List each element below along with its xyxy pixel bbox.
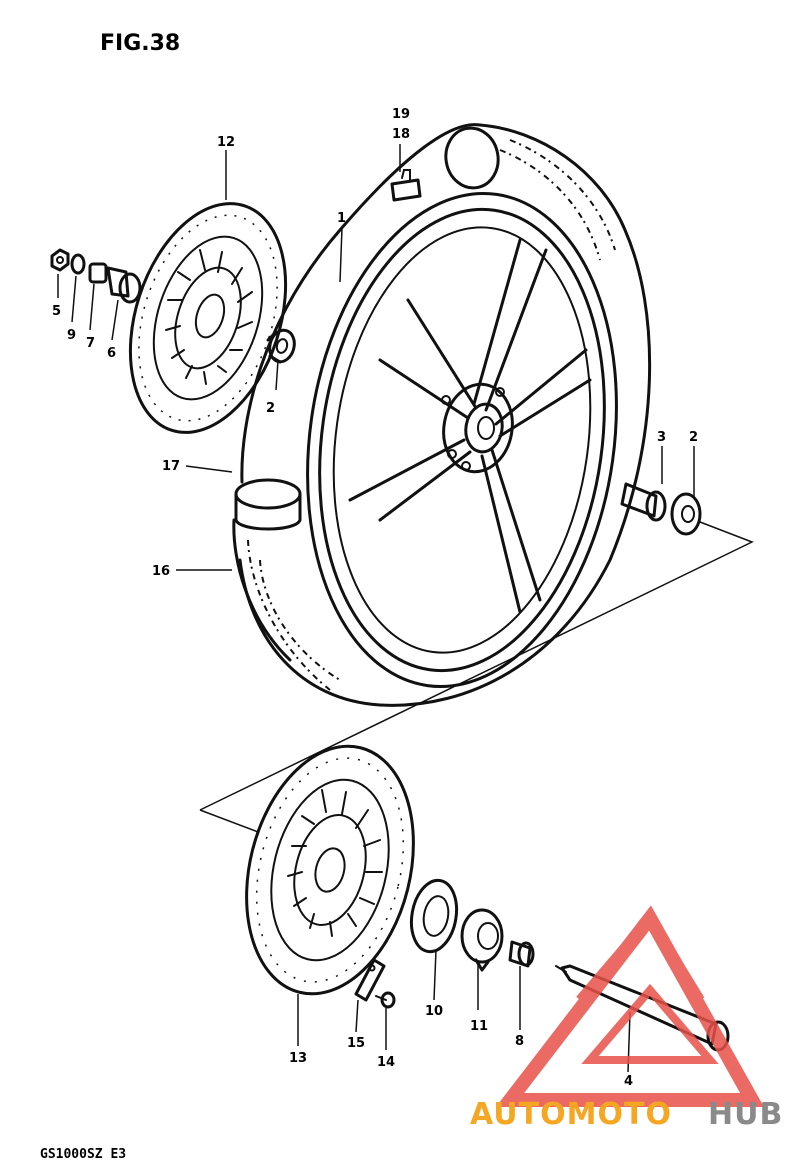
callout-13: 13 (289, 1051, 307, 1066)
callout-2-right: 2 (689, 430, 698, 445)
inner-tube-17 (234, 478, 302, 531)
spacer-3 (620, 482, 667, 522)
collar-6 (106, 266, 142, 304)
speedometer-gearbox-11 (460, 908, 504, 972)
callout-labels: 1 2 2 3 4 5 6 7 8 9 10 11 12 13 14 15 16… (52, 107, 698, 1089)
callout-15: 15 (347, 1036, 365, 1051)
wheel-spokes (348, 238, 592, 614)
watermark-logo (495, 905, 764, 1107)
dust-seal-10 (409, 878, 459, 954)
callout-10: 10 (425, 1004, 443, 1019)
callout-7: 7 (86, 336, 95, 351)
callout-6: 6 (107, 346, 116, 361)
washer-9 (70, 253, 86, 275)
callout-16: 16 (152, 564, 170, 579)
callout-14: 14 (377, 1055, 395, 1070)
callout-8: 8 (515, 1034, 524, 1049)
lower-brake-disc (245, 744, 415, 996)
watermark-text-automoto: AUTOMOTO (470, 1097, 672, 1132)
callout-3: 3 (657, 430, 666, 445)
callout-18: 18 (392, 127, 410, 142)
callout-17: 17 (162, 459, 180, 474)
callout-1: 1 (337, 211, 346, 226)
callout-4: 4 (624, 1074, 633, 1089)
model-code: GS1000SZ E3 (40, 1147, 126, 1162)
assembly-guide-lines (199, 521, 754, 833)
callout-11: 11 (470, 1019, 488, 1034)
callout-12: 12 (217, 135, 235, 150)
callout-leaders (57, 144, 695, 1073)
wheel-hub (441, 382, 514, 474)
axle-nut-5 (50, 248, 70, 272)
watermark-text: AUTOMOTO HUB (470, 1097, 783, 1132)
callout-9: 9 (67, 328, 76, 343)
tire-valve (390, 126, 500, 202)
callout-19: 19 (392, 107, 410, 122)
spacer-8 (508, 940, 535, 968)
callout-5: 5 (52, 304, 61, 319)
front-tire (232, 123, 652, 707)
watermark-text-hub: HUB (708, 1097, 783, 1132)
callout-2-left: 2 (266, 401, 275, 416)
wheel-rim (306, 192, 618, 688)
figure-title: FIG.38 (100, 31, 180, 56)
disc-bracket-15 (354, 958, 386, 1002)
spacer-7 (88, 262, 108, 284)
disc-bolt-14 (375, 991, 396, 1009)
wheel-bearing-right (670, 492, 702, 536)
